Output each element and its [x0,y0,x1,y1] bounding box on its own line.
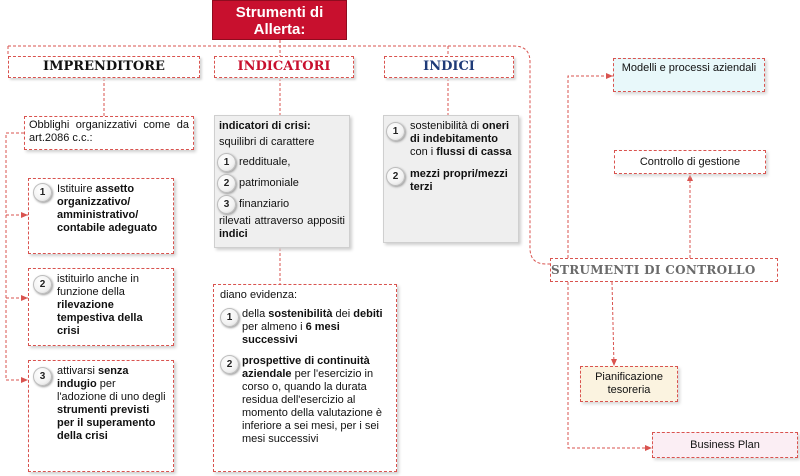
item-text: finanziario [239,198,290,210]
item-text: sostenibilità di [410,120,483,132]
item-text: istituirlo anche in funzione della [57,273,139,298]
item-text: reddituale, [239,156,291,168]
item-bold-text: mezzi propri/mezzi terzi [410,168,508,193]
number-badge: 3 [217,195,236,214]
imprenditore-item-1: 1 Istituire assetto organizzativo/ ammin… [28,178,174,254]
item-bold-text: debiti [353,308,383,320]
item-bold-text: senza indugio [57,365,129,390]
item-text: Istituire [57,183,96,195]
evidenza-item-1: 1 della sostenibilità dei debiti per alm… [220,308,390,347]
number-badge: 1 [220,308,239,327]
item-text: della [242,308,269,320]
item-text: per almeno i [242,321,306,333]
rilevati-text: rilevati attraverso appositi indici [219,215,345,241]
indici-box: 1 sostenibilità di oneri di indebitament… [383,115,519,243]
strumenti-controllo-box: STRUMENTI DI CONTROLLO [550,258,778,282]
number-badge: 2 [386,167,405,186]
controllo-gestione-box: Controllo di gestione [614,150,766,174]
item-text: per l'esercizio in corso o, quando la du… [242,368,383,445]
item-bold-text: prospettive di continuità aziendale [242,355,370,380]
number-badge: 2 [33,275,52,294]
header-indicatori: INDICATORI [214,56,354,78]
diagram-title: Strumenti di Allerta: [212,0,347,40]
evidenza-intro: diano evidenza: [220,289,298,301]
indicatori-box: indicatori di crisi: squilibri di caratt… [214,115,350,248]
squilibri-text: squilibri di carattere [219,136,315,148]
business-plan-box: Business Plan [652,432,798,458]
number-badge: 1 [386,122,405,141]
item-bold-text: 6 mesi successivi [242,321,340,346]
item-text: rilevati attraverso appositi [219,215,345,227]
indicatori-item-3: 3 finanziario [217,194,345,215]
evidenza-item-2: 2 prospettive di continuità aziendale pe… [220,355,390,446]
imprenditore-item-3: 3 attivarsi senza indugio per l'adozione… [28,360,174,472]
indicatori-item-2: 2 patrimoniale [217,173,345,194]
number-badge: 2 [217,174,236,193]
item-bold-text: indici [219,228,248,240]
evidenza-box: diano evidenza: 1 della sostenibilità de… [213,284,397,472]
imprenditore-item-2: 2 istituirlo anche in funzione della ril… [28,268,174,346]
item-text: patrimoniale [239,177,299,189]
header-imprenditore: IMPRENDITORE [8,56,200,78]
number-badge: 2 [220,355,239,374]
indici-item-1: 1 sostenibilità di oneri di indebitament… [386,120,512,159]
item-bold-text: rilevazione tempestiva della crisi [57,299,143,337]
number-badge: 1 [33,183,52,202]
item-bold-text: flussi di cassa [436,146,512,158]
pianificazione-tesoreria-box: Pianificazione tesoreria [580,366,678,402]
item-bold-text: assetto organizzativo/ amministrativo/ c… [57,183,158,234]
indici-item-2: 2 mezzi propri/mezzi terzi [386,167,512,194]
obblighi-box: Obblighi organizzativi come da art.2086 … [24,116,194,150]
item-text: dei [332,308,354,320]
header-indici: INDICI [384,56,514,78]
item-bold-text: oneri di indebitamento [410,120,510,145]
item-bold-text: strumenti previsti per il superamento de… [57,404,156,442]
number-badge: 1 [217,153,236,172]
indicatori-item-1: 1 reddituale, [217,152,345,173]
item-text: per l'adozione di uno degli [57,378,166,403]
item-text: attivarsi [57,365,98,377]
number-badge: 3 [33,367,52,386]
indicatori-heading: indicatori di crisi: [219,120,311,132]
modelli-processi-box: Modelli e processi aziendali [613,58,765,92]
item-bold-text: sostenibilità [268,308,333,320]
item-text: con i [410,146,437,158]
